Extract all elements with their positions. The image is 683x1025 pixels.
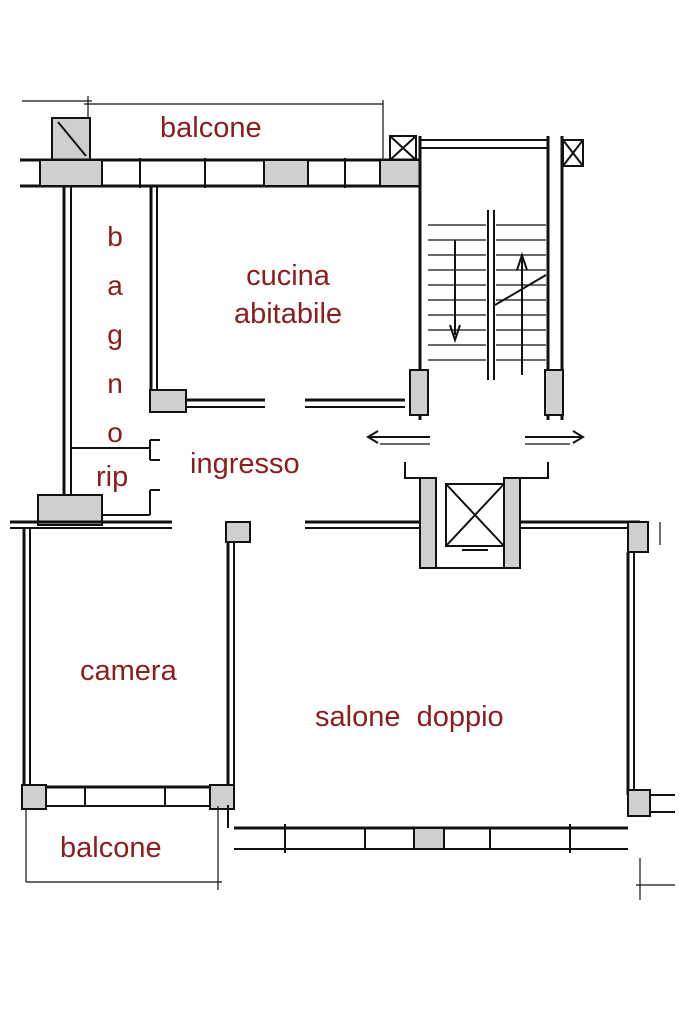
- camera-walls: [22, 528, 235, 805]
- room-label-balcone-top: balcone: [160, 112, 262, 144]
- bagno-letter-b: b: [107, 221, 123, 252]
- landing-arrows: [366, 430, 585, 445]
- room-label-ingresso: ingresso: [190, 448, 300, 480]
- bagno-letter-g: g: [107, 319, 123, 350]
- bottom-exterior-wall: [21, 784, 675, 853]
- cucina-line-1: cucina: [246, 260, 330, 292]
- room-label-camera: camera: [80, 655, 177, 687]
- bottom-balcony-outline: [25, 806, 675, 900]
- room-label-bagno: b a g n o: [103, 212, 127, 457]
- bagno-letter-n: n: [107, 368, 123, 399]
- staircase: [409, 136, 584, 420]
- ripostiglio-walls: [71, 439, 160, 516]
- elevator-shaft: [404, 462, 549, 569]
- cucina-line-2: abitabile: [233, 298, 343, 330]
- bagno-walls: [62, 186, 158, 495]
- room-label-cucina: cucina abitabile: [210, 262, 366, 329]
- top-balcony-outline: [22, 96, 384, 160]
- room-label-salone: salone doppio: [315, 701, 504, 733]
- kitchen-bottom-wall: [149, 389, 405, 413]
- middle-wall: [10, 494, 649, 553]
- top-exterior-wall: [20, 117, 421, 188]
- bagno-letter-o: o: [107, 417, 123, 448]
- bagno-letter-a: a: [107, 270, 123, 301]
- room-label-balcone-bottom: balcone: [60, 832, 162, 864]
- salone-right-wall: [626, 522, 661, 795]
- room-label-ripostiglio: rip: [96, 461, 129, 493]
